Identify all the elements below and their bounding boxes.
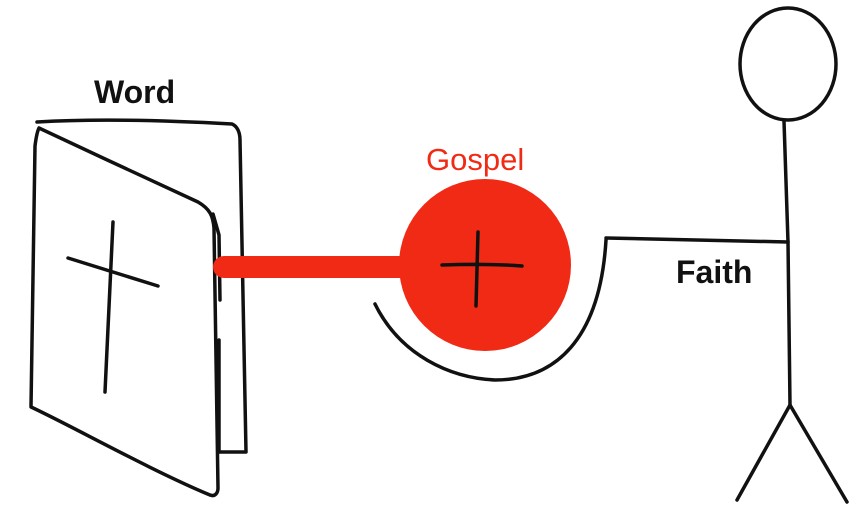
bible-book-icon: [31, 120, 246, 495]
person-arm: [606, 238, 788, 242]
book-cross-icon: [68, 222, 158, 392]
person-body: [784, 121, 790, 405]
faith-label: Faith: [676, 256, 752, 288]
word-label: Word: [94, 76, 175, 108]
person-legs: [737, 405, 847, 502]
gospel-label: Gospel: [426, 144, 524, 175]
person-head: [740, 8, 836, 120]
book-front-cover: [31, 128, 218, 496]
